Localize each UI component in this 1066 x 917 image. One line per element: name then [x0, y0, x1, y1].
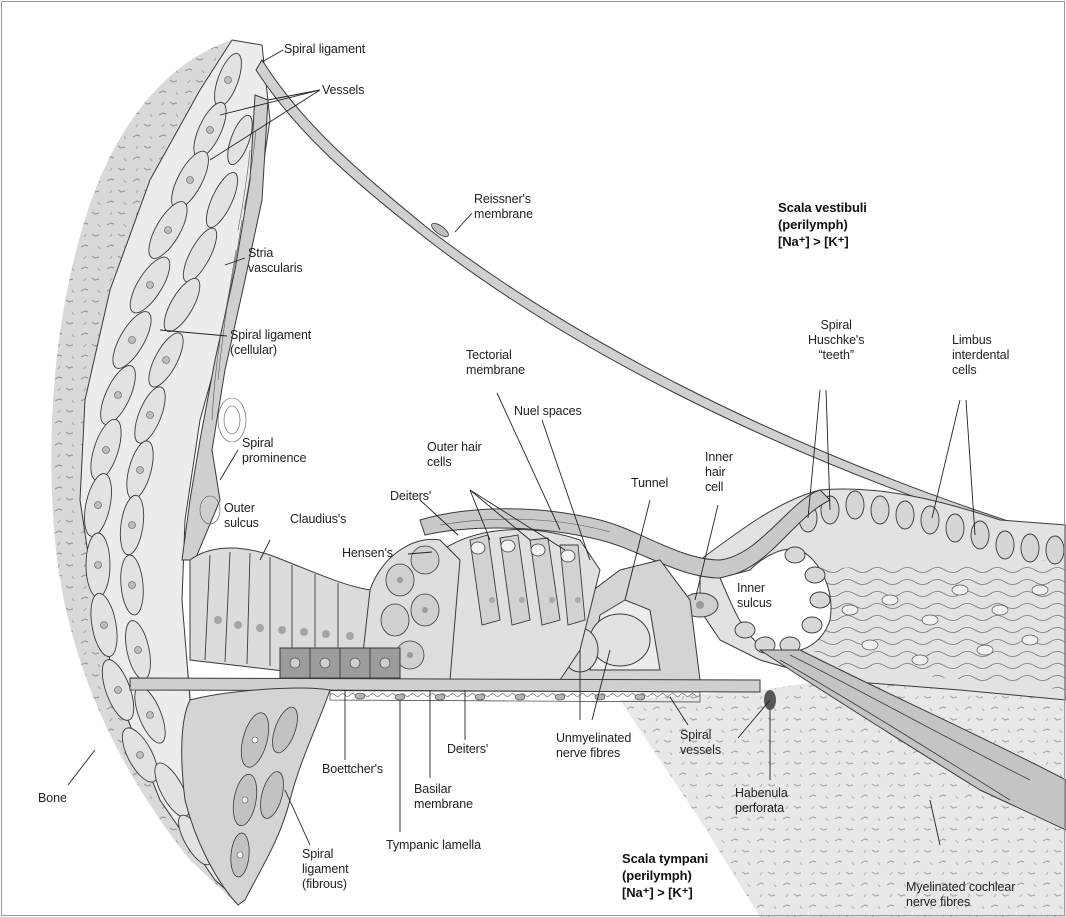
label-huschke-line1: Spiral [808, 318, 864, 333]
label-limbus-line3: cells [952, 363, 1009, 378]
label-unmyelinated-line1: Unmyelinated [556, 731, 631, 746]
label-limbus-line2: interdental [952, 348, 1009, 363]
label-spiral-ligament: Spiral ligament [284, 42, 365, 57]
label-vessels: Vessels [322, 83, 364, 98]
label-tectorial-membrane: Tectorial membrane [466, 348, 525, 378]
label-scala-vestibuli: Scala vestibuli (perilymph) [Na⁺] > [K⁺] [778, 199, 867, 250]
label-scala-vestibuli-line3: [Na⁺] > [K⁺] [778, 233, 867, 250]
label-inner-sulcus-line1: Inner [737, 581, 772, 596]
label-outer-sulcus-line1: Outer [224, 501, 259, 516]
label-outer-sulcus: Outer sulcus [224, 501, 259, 531]
label-inner-hair-cell: Inner hair cell [705, 450, 733, 495]
label-ihc-line2: hair [705, 465, 733, 480]
label-habenula-perforata: Habenula perforata [735, 786, 788, 816]
label-scala-tympani: Scala tympani (perilymph) [Na⁺] > [K⁺] [622, 850, 708, 901]
label-boettchers: Boettcher's [322, 762, 383, 777]
label-tectorial-line1: Tectorial [466, 348, 525, 363]
label-spiral-vessels-line2: vessels [680, 743, 721, 758]
label-slf-line3: (fibrous) [302, 877, 348, 892]
label-spiral-vessels: Spiral vessels [680, 728, 721, 758]
label-reissners-line1: Reissner's [474, 192, 533, 207]
label-deiters-bottom: Deiters' [447, 742, 488, 757]
label-spiral-ligament-fibrous: Spiral ligament (fibrous) [302, 847, 348, 892]
boettchers-cells [280, 648, 400, 678]
label-myelinated-line2: nerve fibres [906, 895, 1015, 910]
label-scala-vestibuli-line1: Scala vestibuli [778, 199, 867, 216]
label-slc-line1: Spiral ligament [230, 328, 311, 343]
label-reissners-line2: membrane [474, 207, 533, 222]
label-huschke-line2: Huschke's [808, 333, 864, 348]
reissners-membrane [256, 60, 1025, 535]
label-ohc-line1: Outer hair [427, 440, 482, 455]
label-unmyelinated-line2: nerve fibres [556, 746, 631, 761]
label-tunnel: Tunnel [631, 476, 668, 491]
label-slf-line2: ligament [302, 862, 348, 877]
label-inner-sulcus-line2: sulcus [737, 596, 772, 611]
label-claudius: Claudius's [290, 512, 346, 527]
label-reissners-membrane: Reissner's membrane [474, 192, 533, 222]
label-prominence-line2: prominence [242, 451, 306, 466]
label-myelinated-fibres: Myelinated cochlear nerve fibres [906, 880, 1015, 910]
label-habenula-line1: Habenula [735, 786, 788, 801]
label-slc-line2: (cellular) [230, 343, 311, 358]
label-stria-line1: Stria [248, 246, 303, 261]
label-myelinated-line1: Myelinated cochlear [906, 880, 1015, 895]
label-tympanic-lamella: Tympanic lamella [386, 838, 481, 853]
label-prominence-line1: Spiral [242, 436, 306, 451]
label-basilar-membrane: Basilar membrane [414, 782, 473, 812]
label-scala-tympani-line2: (perilymph) [622, 867, 708, 884]
label-nuel-spaces: Nuel spaces [514, 404, 582, 419]
label-stria-vascularis: Stria vascularis [248, 246, 303, 276]
label-spiral-prominence: Spiral prominence [242, 436, 306, 466]
label-ohc-line2: cells [427, 455, 482, 470]
label-unmyelinated: Unmyelinated nerve fibres [556, 731, 631, 761]
label-scala-tympani-line1: Scala tympani [622, 850, 708, 867]
label-spiral-ligament-cellular: Spiral ligament (cellular) [230, 328, 311, 358]
label-huschke-line3: “teeth” [808, 348, 864, 363]
label-ihc-line1: Inner [705, 450, 733, 465]
label-inner-sulcus: Inner sulcus [737, 581, 772, 611]
label-huschkes-teeth: Spiral Huschke's “teeth” [808, 318, 864, 363]
label-deiters-top: Deiters' [390, 489, 431, 504]
label-scala-tympani-line3: [Na⁺] > [K⁺] [622, 884, 708, 901]
label-spiral-vessels-line1: Spiral [680, 728, 721, 743]
label-tectorial-line2: membrane [466, 363, 525, 378]
label-ihc-line3: cell [705, 480, 733, 495]
label-basilar-line2: membrane [414, 797, 473, 812]
label-basilar-line1: Basilar [414, 782, 473, 797]
label-limbus-interdental: Limbus interdental cells [952, 333, 1009, 378]
label-hensens: Hensen's [342, 546, 393, 561]
label-outer-hair-cells: Outer hair cells [427, 440, 482, 470]
label-limbus-line1: Limbus [952, 333, 1009, 348]
label-outer-sulcus-line2: sulcus [224, 516, 259, 531]
label-habenula-line2: perforata [735, 801, 788, 816]
label-scala-vestibuli-line2: (perilymph) [778, 216, 867, 233]
label-bone: Bone [38, 791, 67, 806]
label-slf-line1: Spiral [302, 847, 348, 862]
label-stria-line2: vascularis [248, 261, 303, 276]
